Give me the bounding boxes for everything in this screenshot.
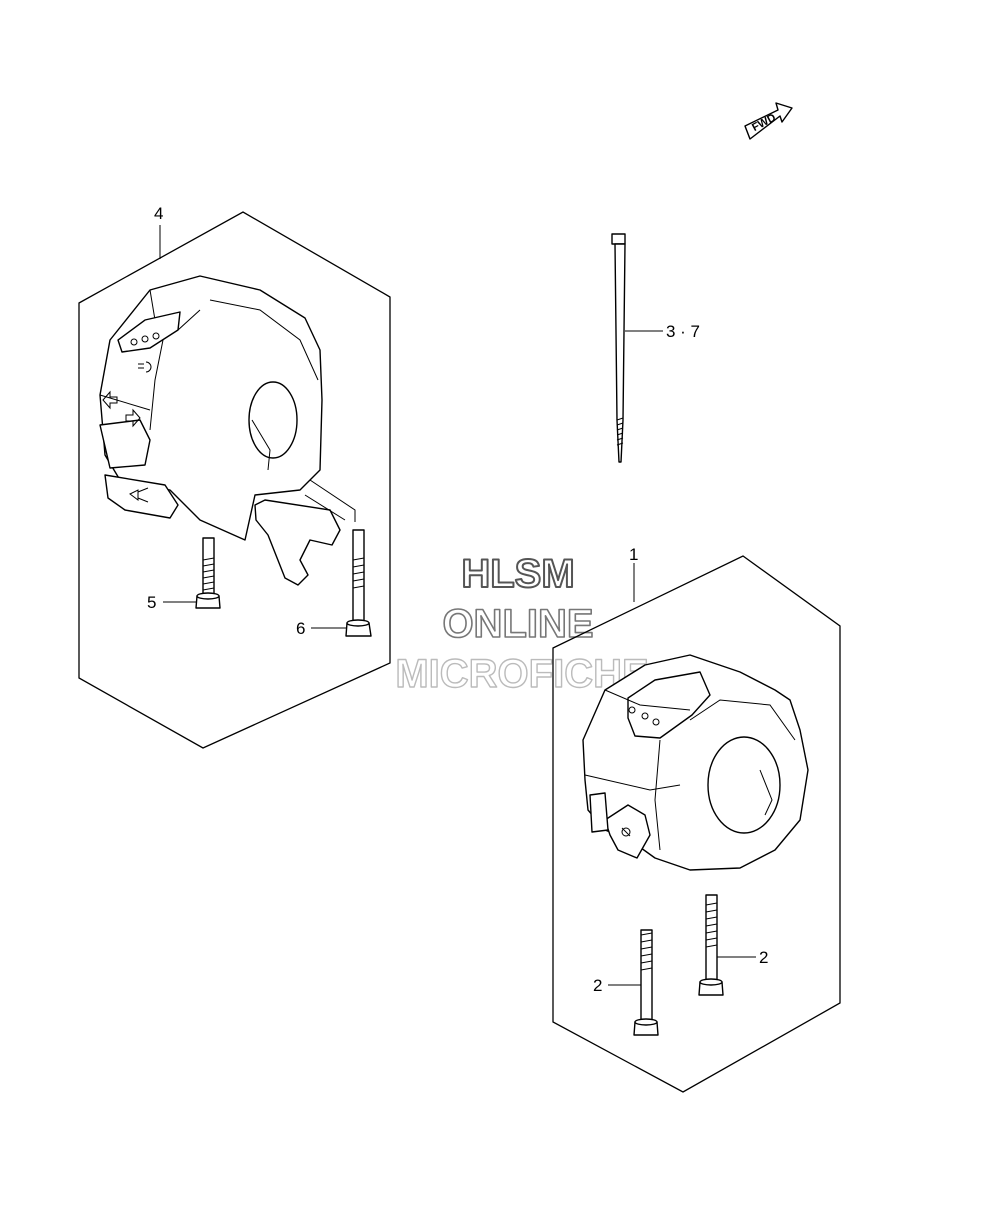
callout-3-7: 3 · 7 [666, 322, 700, 341]
cable-tie [611, 233, 626, 463]
fwd-label: FWD [750, 112, 778, 134]
left-switch-group: 4 [78, 204, 391, 749]
screw-2-left [633, 929, 659, 1036]
left-handlebar-switch [99, 275, 356, 586]
callout-1: 1 [629, 545, 638, 564]
horn-icon [129, 487, 149, 503]
right-handlebar-switch [582, 654, 809, 871]
fwd-arrow-icon: FWD [744, 102, 793, 140]
right-group-outline [552, 555, 841, 1093]
starter-icon [621, 827, 631, 837]
right-switch-group: 1 2 [552, 545, 841, 1093]
watermark: HLSM ONLINE MICROFICHE [395, 551, 650, 697]
screw-5 [195, 537, 221, 609]
turn-signal-left-icon [102, 390, 118, 410]
callout-2-right: 2 [759, 948, 768, 967]
screw-6 [345, 529, 372, 637]
turn-signal-right-icon [125, 408, 141, 428]
headlight-icon [138, 361, 152, 373]
watermark-line2: ONLINE [442, 602, 593, 646]
left-group-outline [78, 211, 391, 749]
screw-2-right [698, 894, 724, 996]
callout-2-left: 2 [593, 976, 602, 995]
watermark-line1: HLSM [461, 552, 574, 596]
callout-6: 6 [296, 619, 305, 638]
callout-4: 4 [154, 204, 163, 223]
callout-5: 5 [147, 593, 156, 612]
